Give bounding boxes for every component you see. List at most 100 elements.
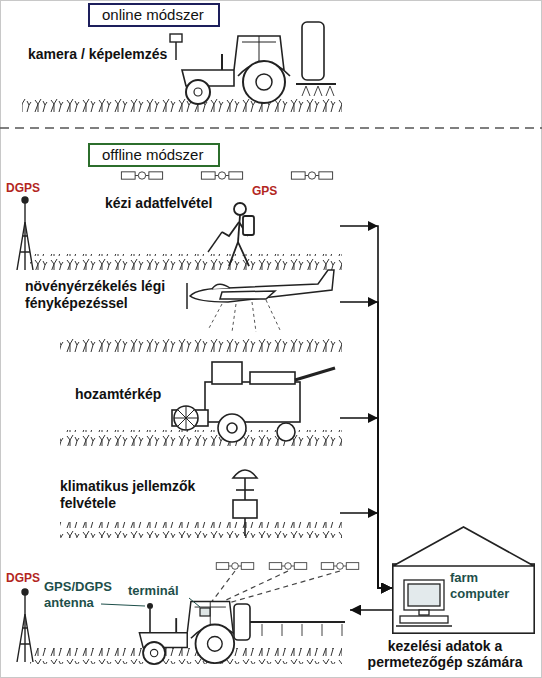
- dgps-tower: [24, 592, 25, 662]
- combine-harvester: [218, 414, 246, 442]
- text-holder: farm computer: [450, 570, 532, 602]
- source-label: klimatikus jellemzők felvétele: [60, 478, 225, 512]
- data-source: növényérzékelés légi fényképezéssel: [20, 272, 340, 352]
- dgps-tower: [17, 222, 33, 270]
- combine-harvester: [174, 406, 198, 430]
- data-flow-arrow: [340, 513, 392, 588]
- dgps-tower: [17, 197, 33, 662]
- method-caption: kamera / képelemzés: [28, 46, 167, 63]
- text-holder: kamera / képelemzés: [28, 46, 167, 63]
- online-sprayer-tractor: [302, 22, 324, 80]
- satellite: [321, 563, 359, 570]
- text-holder: hozamtérkép: [75, 386, 185, 403]
- spray-airplane: [208, 300, 280, 332]
- crop-row: [60, 336, 342, 352]
- data-source: klimatikus jellemzők felvétele: [55, 470, 340, 538]
- walking-person: [234, 203, 246, 215]
- signal-label: GPS: [252, 184, 277, 198]
- combine-harvester: [277, 423, 295, 441]
- method-box: online módszer: [88, 3, 220, 27]
- edge-label: kezelési adatok a permetezőgép számára: [354, 638, 536, 670]
- merge-arrowhead: [368, 221, 378, 231]
- method-title: offline módszer: [102, 146, 203, 164]
- data-flow-arrow: [350, 609, 392, 611]
- satellite: [291, 172, 332, 179]
- combine-harvester: [212, 362, 242, 384]
- text-holder: GPS: [252, 184, 277, 198]
- combine-harvester: [205, 382, 300, 422]
- data-flow-arrow: [340, 302, 392, 588]
- combine-harvester: [174, 406, 198, 430]
- crop-row: [22, 96, 342, 664]
- online-sprayer-tractor: [170, 34, 182, 42]
- computer-icon: [419, 610, 429, 615]
- spray-airplane: [212, 284, 230, 289]
- walking-person: [208, 203, 254, 266]
- sprayer-tractor: GPS/DGPS antenna terminál: [40, 575, 350, 665]
- text-holder: kézi adatfelvétel: [105, 195, 235, 212]
- satellite: [121, 172, 358, 570]
- data-source: kézi adatfelvétel: [100, 182, 340, 272]
- satellite: [121, 172, 162, 179]
- satellite: [269, 563, 307, 570]
- walking-person: [243, 216, 254, 235]
- farm-computer: farm computer: [392, 524, 535, 634]
- computer-icon: [408, 584, 440, 606]
- weather-station: [236, 489, 254, 491]
- leader-line: [101, 598, 200, 607]
- dgps-tower: [17, 614, 33, 662]
- gps-sprayer-tractor: [200, 608, 210, 616]
- text-holder: DGPS: [6, 571, 40, 585]
- online-sprayer-tractor: [170, 22, 336, 104]
- dgps-tower: [24, 200, 25, 270]
- data-flow-arrow: [340, 226, 392, 588]
- signal-label: DGPS: [6, 181, 40, 195]
- combine-harvester: [227, 423, 237, 433]
- data-source: hozamtérkép: [70, 368, 340, 448]
- walking-person: [238, 215, 240, 242]
- leader-line: [101, 604, 145, 606]
- weather-station: [233, 470, 257, 536]
- source-label: hozamtérkép: [75, 386, 185, 403]
- text-holder: kezelési adatok a permetezőgép számára: [354, 638, 536, 670]
- data-flow-arrow: [340, 418, 392, 588]
- online-sprayer-tractor: [175, 40, 177, 60]
- section-divider: [0, 127, 542, 129]
- merge-arrowhead: [368, 297, 378, 307]
- spray-airplane: [220, 291, 275, 299]
- crop-row: [60, 522, 342, 538]
- computer-icon: [404, 580, 444, 610]
- crop-row: [60, 430, 342, 446]
- online-sprayer-tractor: [296, 83, 336, 85]
- computer-icon: [400, 616, 448, 623]
- satellite: [201, 172, 242, 179]
- text-holder: DGPS: [6, 181, 40, 195]
- source-label: terminál: [128, 583, 200, 599]
- house-roof: [393, 527, 534, 566]
- text-holder: GPS/DGPS antenna: [44, 579, 120, 611]
- leader-line: [189, 598, 200, 607]
- house-wall: [393, 564, 534, 633]
- gps-sprayer-tractor: [262, 624, 342, 636]
- computer-icon: [396, 625, 452, 626]
- gps-sprayer-tractor: [149, 609, 151, 633]
- source-label: növényérzékelés légi fényképezéssel: [25, 278, 175, 312]
- method-box: offline módszer: [88, 143, 220, 167]
- computer-icon: [396, 580, 452, 626]
- method-title: online módszer: [102, 6, 204, 24]
- source-label: GPS/DGPS antenna: [44, 579, 120, 611]
- text-holder: terminál: [128, 583, 200, 599]
- crop-row: [30, 648, 342, 664]
- spray-airplane: [186, 283, 188, 309]
- satellite: [216, 563, 254, 570]
- crop-row: [30, 254, 342, 270]
- spray-airplane: [187, 270, 334, 332]
- walking-person: [229, 242, 249, 266]
- merge-arrowhead: [368, 508, 378, 518]
- combine-harvester: [250, 372, 295, 384]
- crop-row: [22, 96, 342, 112]
- combine-harvester: [172, 362, 335, 442]
- computer-label: farm computer: [450, 570, 532, 602]
